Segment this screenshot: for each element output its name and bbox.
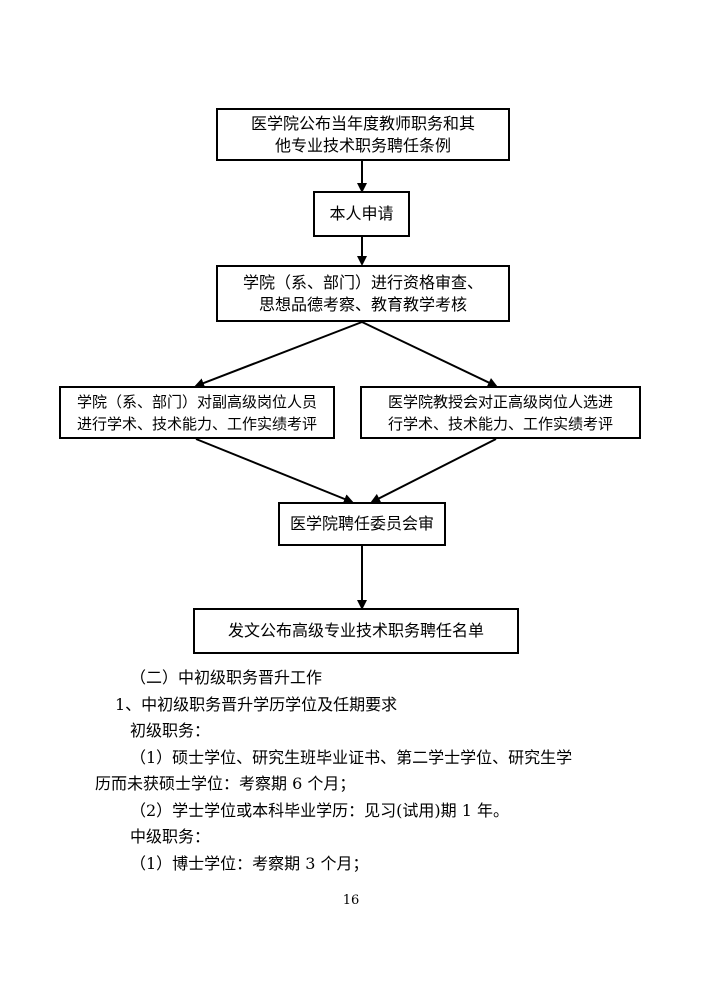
middle-label: 中级职务： (130, 827, 211, 846)
flow-box-line: 学院（系、部门）对副高级岗位人员 (76, 392, 317, 411)
paragraph-item-1: 1、中初级职务晋升学历学位及任期要求 (115, 695, 398, 714)
flow-box-line: 他专业技术职务聘任条例 (274, 135, 451, 155)
flow-box-line: 进行学术、技术能力、工作实绩考评 (76, 414, 317, 433)
arrow-box5-to-box6 (370, 438, 497, 503)
flow-box-line: 本人申请 (329, 204, 394, 223)
flow-box-line: 医学院公布当年度教师职务和其 (250, 113, 475, 133)
flow-box-line: 发文公布高级专业技术职务聘任名单 (227, 621, 484, 640)
flow-box-line: 行学术、技术能力、工作实绩考评 (387, 414, 613, 433)
flow-box-appointment-committee: 医学院聘任委员会审 (278, 502, 446, 546)
arrow-box3-to-box5 (361, 321, 498, 388)
flow-box-full-senior-assessment: 医学院教授会对正高级岗位人选进 行学术、技术能力、工作实绩考评 (360, 386, 641, 439)
flow-box-publish-list: 发文公布高级专业技术职务聘任名单 (193, 608, 519, 654)
page-number: 16 (342, 893, 360, 908)
arrow-box4-to-box6 (195, 438, 354, 504)
flow-box-associate-senior-assessment: 学院（系、部门）对副高级岗位人员 进行学术、技术能力、工作实绩考评 (59, 386, 335, 439)
junior-label: 初级职务： (130, 721, 211, 740)
section-heading: （二）中初级职务晋升工作 (130, 668, 323, 687)
junior-item-1-line-2: 历而未获硕士学位：考察期 6 个月； (95, 774, 356, 793)
flow-box-qualification-review: 学院（系、部门）进行资格审查、 思想品德考察、教育教学考核 (216, 265, 510, 322)
flow-box-publish-regulations: 医学院公布当年度教师职务和其 他专业技术职务聘任条例 (216, 108, 510, 161)
arrow-box3-to-box4 (194, 321, 363, 388)
junior-item-2: （2）学士学位或本科毕业学历：见习(试用)期 1 年。 (130, 801, 510, 820)
junior-item-1-line-1: （1）硕士学位、研究生班毕业证书、第二学士学位、研究生学 (130, 748, 573, 767)
flow-box-line: 医学院教授会对正高级岗位人选进 (387, 392, 613, 411)
flow-box-line: 医学院聘任委员会审 (289, 514, 434, 533)
middle-item-1: （1）博士学位：考察期 3 个月； (130, 854, 369, 873)
flow-box-line: 学院（系、部门）进行资格审查、 (242, 272, 483, 292)
flow-box-line: 思想品德考察、教育教学考核 (258, 294, 467, 314)
flow-box-personal-application: 本人申请 (313, 191, 410, 237)
